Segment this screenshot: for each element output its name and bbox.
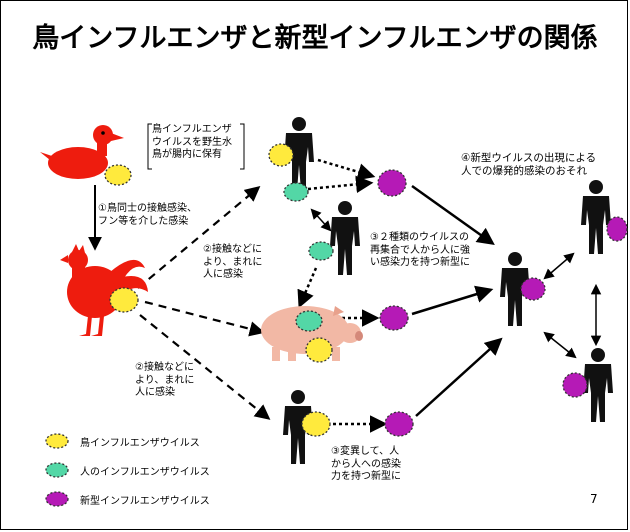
new-virus-icon — [45, 491, 69, 507]
arrow-human-top-to-human-mid — [310, 208, 332, 232]
step3-label-lower: ③変異して、人 から人への感染 力を持つ新型に — [331, 446, 401, 482]
person-middle — [330, 201, 360, 275]
legend-item-human-virus: 人のインフルエンザウイルス — [44, 461, 210, 479]
legend-label: 人のインフルエンザウイルス — [80, 466, 210, 478]
arrow-chicken-to-pig — [144, 300, 265, 337]
step2-label-lower: ②接触などに より、まれに 人に感染 — [135, 362, 195, 398]
bird-virus-duck — [104, 164, 132, 186]
new-virus-pig — [379, 305, 409, 331]
connection-arrows — [88, 158, 602, 433]
arrow-center-to-right-bottom — [543, 331, 577, 359]
duck-note: 鳥インフルエンザ ウイルスを野生水 鳥が腸内に保有 — [152, 124, 232, 160]
arrow-human-virus-to-new-1 — [307, 175, 374, 194]
new-virus-right-bottom — [562, 372, 588, 398]
arrow-human-mid-to-pig — [297, 267, 318, 309]
arrow-center-to-right-top — [543, 252, 575, 280]
viruses — [104, 143, 628, 437]
bird-virus-chicken — [109, 287, 139, 313]
step4-label: ④新型ウイルスの出現による 人での爆発的感染のおそれ — [461, 152, 597, 178]
legend-item-new-virus: 新型インフルエンザウイルス — [44, 490, 210, 508]
new-virus-center — [520, 277, 546, 301]
duck-note-bracket — [147, 123, 245, 170]
legend-label: 鳥インフルエンザウイルス — [80, 437, 200, 449]
new-virus-right-top — [606, 216, 628, 242]
page-number: 7 — [590, 492, 598, 506]
legend-item-bird-virus: 鳥インフルエンザウイルス — [44, 432, 200, 450]
bird-virus-icon — [45, 433, 69, 449]
page-title: 鳥インフルエンザと新型インフルエンザの関係 — [32, 23, 598, 54]
new-virus-1 — [377, 169, 407, 197]
arrow-chicken-to-human-top — [137, 186, 261, 289]
arrow-new-pig-to-center — [411, 285, 494, 316]
step1-label: ①鳥同士の接触感染、 フン等を介した感染 — [98, 203, 197, 227]
human-virus-person-middle — [308, 241, 334, 261]
new-virus-bottom — [384, 411, 414, 437]
arrow-new-bottom-to-center — [415, 337, 503, 417]
human-virus-icon — [45, 462, 69, 478]
arrow-new-1-to-center — [411, 184, 495, 246]
legend-label: 新型インフルエンザウイルス — [80, 495, 210, 507]
bird-virus-person-top — [268, 143, 294, 167]
human-virus-person-top — [283, 182, 309, 202]
step3-label-upper: ③２種類のウイルスの 再集合で人から人に強 い感染力を持つ新型に — [370, 232, 470, 268]
person-right-top — [581, 180, 611, 254]
bird-virus-pig — [305, 337, 333, 363]
duck-illustration — [40, 125, 124, 179]
bird-virus-person-bottom — [301, 411, 331, 437]
human-virus-pig — [295, 310, 323, 332]
arrow-bird-virus-to-new-1 — [317, 158, 376, 181]
chicken-illustration — [60, 244, 148, 336]
step2-label-upper: ②接触などに より、まれに 人に感染 — [203, 244, 263, 280]
